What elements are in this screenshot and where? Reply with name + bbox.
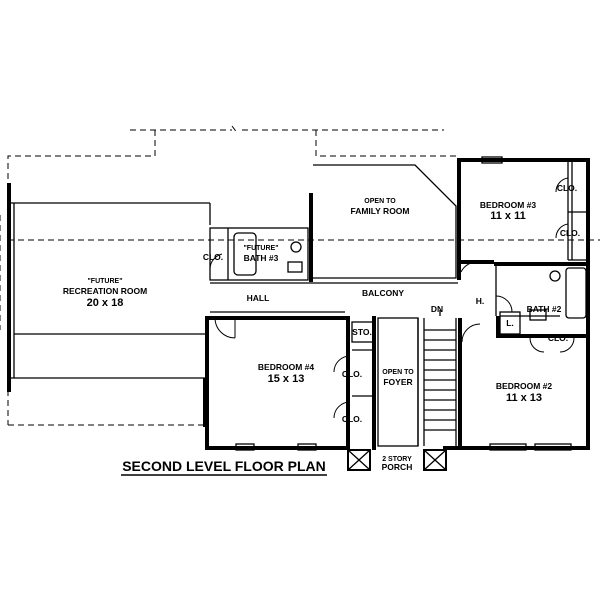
balcony-label: BALCONY bbox=[362, 288, 404, 298]
dn-label: DN bbox=[431, 304, 443, 314]
bedroom2-name: BEDROOM #2 bbox=[496, 381, 552, 391]
bedroom2-size: 11 x 13 bbox=[506, 392, 542, 404]
recreation-note: "FUTURE" bbox=[87, 278, 122, 285]
recreation-name: RECREATION ROOM bbox=[63, 286, 147, 296]
recreation-size: 20 x 18 bbox=[87, 297, 124, 309]
bath2-name: BATH #2 bbox=[527, 304, 562, 314]
bedroom2-clo: CLO. bbox=[548, 333, 568, 343]
bath3-note: "FUTURE" bbox=[243, 245, 278, 252]
bedroom4-clo-2: CLO. bbox=[342, 414, 362, 424]
family-line2: FAMILY ROOM bbox=[350, 206, 409, 216]
windows bbox=[235, 156, 572, 451]
family-room-open bbox=[313, 164, 457, 279]
sto-label: STO. bbox=[352, 327, 372, 337]
bath2-walls bbox=[494, 262, 590, 335]
bath3-name: BATH #3 bbox=[244, 253, 279, 263]
bath3-walls bbox=[209, 227, 309, 281]
family-line1: OPEN TO bbox=[364, 198, 396, 205]
h-label: H. bbox=[476, 296, 485, 306]
bedroom3-size: 11 x 11 bbox=[490, 210, 526, 222]
bedroom4-closets bbox=[333, 316, 376, 450]
balcony-rail bbox=[210, 282, 458, 339]
bedroom4-size: 15 x 13 bbox=[268, 373, 305, 385]
roof-outline bbox=[0, 125, 600, 426]
bath3-clo: CLO. bbox=[203, 252, 223, 262]
hall-label: HALL bbox=[247, 293, 270, 303]
porch-line1: 2 STORY bbox=[382, 456, 412, 463]
porch-line2: PORCH bbox=[382, 462, 413, 472]
bedroom3-name: BEDROOM #3 bbox=[480, 200, 536, 210]
exterior-walls bbox=[205, 158, 590, 450]
bedroom4-clo-1: CLO. bbox=[342, 369, 362, 379]
foyer-line2: FOYER bbox=[383, 377, 412, 387]
foyer-line1: OPEN TO bbox=[382, 369, 414, 376]
bedroom4-name: BEDROOM #4 bbox=[258, 362, 314, 372]
porch-columns bbox=[347, 449, 447, 471]
bedroom3-clo-2: CLO. bbox=[560, 228, 580, 238]
bedroom3-clo-1: CLO. bbox=[557, 183, 577, 193]
stair bbox=[377, 310, 457, 447]
bedroom2-closet bbox=[461, 316, 590, 353]
linen-label: L. bbox=[506, 318, 514, 328]
bedroom3-walls bbox=[459, 160, 588, 273]
plan-title: SECOND LEVEL FLOOR PLAN bbox=[122, 458, 326, 474]
